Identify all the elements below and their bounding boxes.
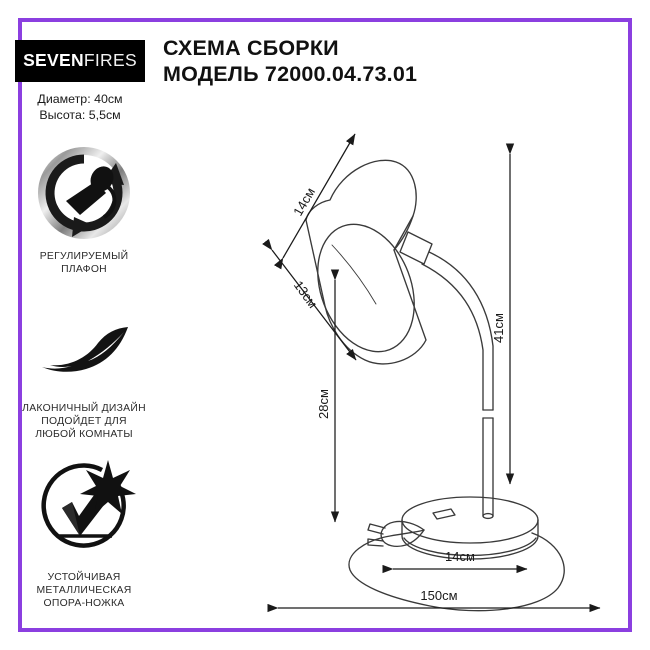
feature-2-caption-line-2: ПОДОЙДЕТ ДЛЯ (41, 416, 127, 428)
page-title: СХЕМА СБОРКИ МОДЕЛЬ 72000.04.73.01 (163, 36, 583, 88)
dim-label-base-width: 14см (445, 549, 475, 564)
spec-height: Высота: 5,5см (39, 107, 121, 122)
feature-1-caption-line-2: ПЛАФОН (61, 264, 107, 276)
feature-1-caption-line-1: РЕГУЛИРУЕМЫЙ (39, 251, 129, 262)
feature-adjustable-shade: РЕГУЛИРУЕМЫЙ ПЛАФОН (8, 143, 160, 276)
feather-design-icon (8, 313, 160, 395)
lamp-technical-diagram: 14см 13см 28см 41см 14см 150см (180, 92, 640, 632)
feature-3-caption-line-1: УСТОЙЧИВАЯ (47, 572, 121, 583)
feature-3-caption-line-3: ОПОРА-НОЖКА (43, 598, 125, 610)
dim-label-pole-height: 28см (316, 389, 331, 419)
product-specs: Диаметр: 40см Высота: 5,5см (14, 92, 146, 124)
title-line-1: СХЕМА СБОРКИ (163, 36, 339, 60)
dim-label-shade-top: 14см (290, 185, 318, 218)
title-line-2: МОДЕЛЬ 72000.04.73.01 (163, 61, 418, 86)
feature-2-caption-line-1: ЛАКОНИЧНЫЙ ДИЗАЙН (22, 403, 146, 414)
feature-3-caption-line-2: МЕТАЛЛИЧЕСКАЯ (36, 585, 132, 597)
dim-label-cord-length: 150см (420, 588, 457, 603)
logo-text-bold: SEVEN (23, 50, 84, 71)
dim-label-shade-opening: 13см (291, 278, 321, 311)
feature-1-caption: РЕГУЛИРУЕМЫЙ ПЛАФОН (8, 250, 160, 276)
brand-logo: SEVENFIRES (15, 40, 145, 82)
feature-stable-base: УСТОЙЧИВАЯ МЕТАЛЛИЧЕСКАЯ ОПОРА-НОЖКА (8, 452, 160, 610)
stable-base-check-icon (8, 452, 160, 564)
logo-text-light: FIRES (83, 50, 137, 71)
dim-label-total-height: 41см (491, 313, 506, 343)
feature-laconic-design: ЛАКОНИЧНЫЙ ДИЗАЙН ПОДОЙДЕТ ДЛЯ ЛЮБОЙ КОМ… (8, 313, 160, 441)
adjustable-shade-icon (8, 143, 160, 243)
feature-2-caption-line-3: ЛЮБОЙ КОМНАТЫ (35, 429, 133, 441)
feature-3-caption: УСТОЙЧИВАЯ МЕТАЛЛИЧЕСКАЯ ОПОРА-НОЖКА (8, 571, 160, 610)
spec-diameter: Диаметр: 40см (37, 92, 123, 106)
feature-2-caption: ЛАКОНИЧНЫЙ ДИЗАЙН ПОДОЙДЕТ ДЛЯ ЛЮБОЙ КОМ… (8, 402, 160, 441)
logo-text: SEVENFIRES (23, 52, 137, 70)
